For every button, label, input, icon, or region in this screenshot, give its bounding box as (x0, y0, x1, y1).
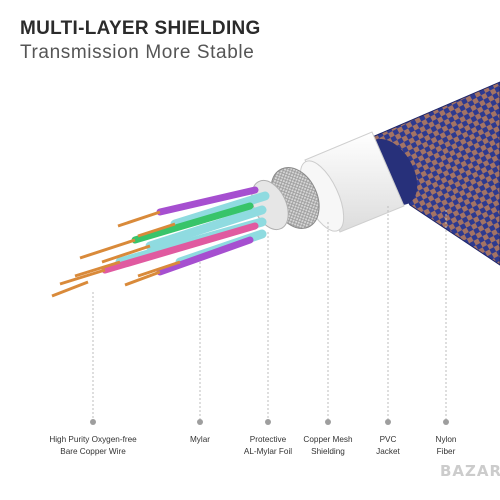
inner-conductors (51, 186, 270, 298)
label-copper-wire: High Purity Oxygen-free Bare Copper Wire (49, 435, 137, 456)
label-pvc-jacket: PVC Jacket (376, 435, 400, 456)
label-copper-mesh: Copper Mesh Shielding (303, 435, 353, 456)
leader-lines (92, 206, 447, 422)
page-subtitle: Transmission More Stable (20, 42, 255, 63)
label-nylon-fiber: Nylon Fiber (435, 435, 457, 456)
page-title: MULTI-LAYER SHIELDING (20, 18, 261, 39)
pvc-jacket (299, 131, 405, 233)
label-mylar: Mylar (189, 435, 210, 444)
label-al-mylar-foil: Protective AL-Mylar Foil (243, 435, 293, 456)
watermark-logo: BAZAR (440, 462, 500, 480)
leader-dots (90, 419, 449, 425)
